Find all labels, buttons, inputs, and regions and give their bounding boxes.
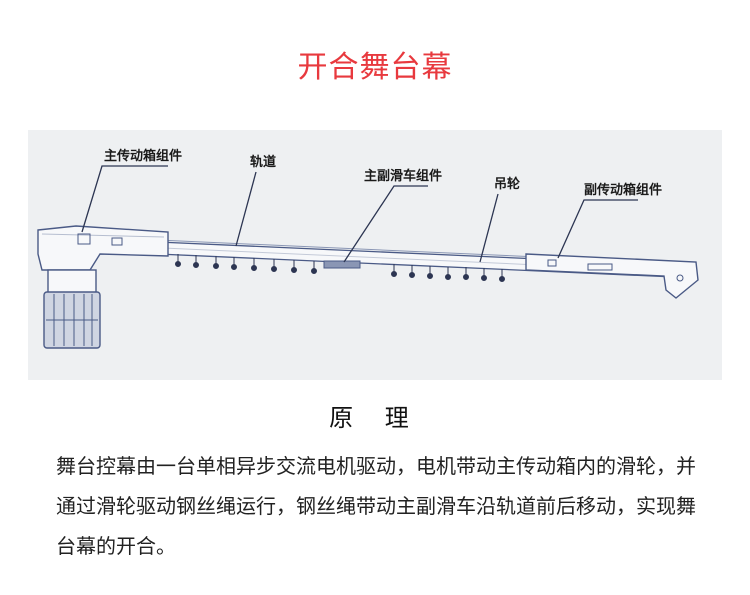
motor — [43, 269, 101, 349]
carriage — [323, 260, 361, 269]
section-heading: 原 理 — [329, 404, 421, 432]
label-sub-drive: 副传动箱组件 — [584, 182, 662, 198]
sub-drive-box — [525, 253, 699, 299]
label-main-drive: 主传动箱组件 — [104, 148, 182, 164]
label-track: 轨道 — [250, 154, 276, 170]
label-main-sub-carriage: 主副滑车组件 — [364, 168, 442, 184]
page-title: 开合舞台幕 — [297, 50, 453, 85]
callout-lines — [81, 165, 638, 263]
label-pulley: 吊轮 — [494, 176, 520, 192]
pulleys — [175, 254, 505, 282]
curtain-track-diagram: 主传动箱组件 轨道 主副滑车组件 吊轮 副传动箱组件 — [37, 148, 699, 349]
principle-description: 舞台控幕由一台单相异步交流电机驱动，电机带动主传动箱内的滑轮，并通过滑轮驱动钢丝… — [56, 454, 696, 558]
main-drive-box — [37, 225, 169, 271]
